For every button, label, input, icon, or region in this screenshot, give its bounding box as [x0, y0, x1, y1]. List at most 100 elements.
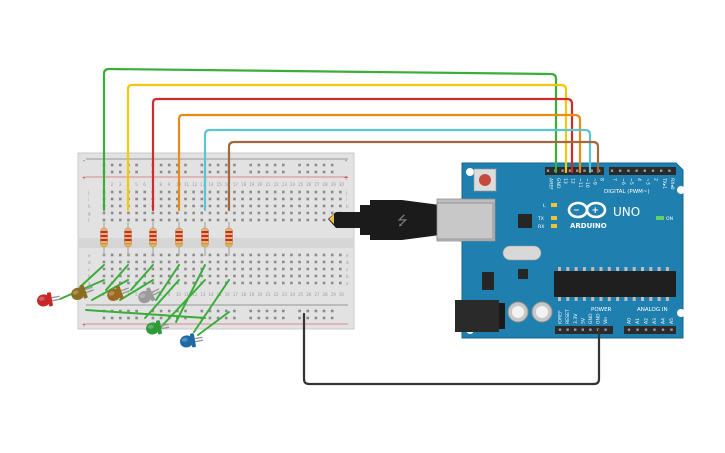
breadboard-hole[interactable] [322, 309, 326, 313]
breadboard-hole[interactable] [298, 163, 301, 167]
breadboard-hole[interactable] [241, 197, 244, 201]
breadboard-hole[interactable] [330, 190, 334, 194]
breadboard-hole[interactable] [102, 218, 106, 222]
breadboard-hole[interactable] [273, 211, 277, 215]
breadboard-hole[interactable] [241, 281, 244, 285]
breadboard-hole[interactable] [282, 281, 285, 285]
breadboard-hole[interactable] [119, 309, 122, 313]
breadboard-hole[interactable] [241, 267, 244, 271]
breadboard-hole[interactable] [298, 260, 301, 264]
breadboard-hole[interactable] [159, 211, 163, 215]
breadboard-hole[interactable] [282, 267, 285, 271]
breadboard-hole[interactable] [265, 190, 269, 194]
breadboard-hole[interactable] [224, 316, 228, 320]
breadboard-hole[interactable] [135, 274, 138, 278]
breadboard-hole[interactable] [119, 260, 122, 264]
breadboard-hole[interactable] [233, 260, 236, 264]
breadboard-hole[interactable] [224, 190, 228, 194]
breadboard-hole[interactable] [159, 218, 163, 222]
breadboard-hole[interactable] [249, 309, 252, 313]
breadboard-hole[interactable] [159, 281, 163, 285]
breadboard-hole[interactable] [184, 281, 187, 285]
wire-red[interactable] [151, 97, 574, 212]
breadboard-hole[interactable] [208, 163, 212, 167]
digital-pin[interactable] [660, 169, 663, 172]
breadboard-hole[interactable] [257, 253, 261, 257]
breadboard-hole[interactable] [127, 316, 130, 320]
breadboard-hole[interactable] [298, 218, 301, 222]
resistor-1[interactable] [100, 222, 108, 256]
arduino-uno-board[interactable]: − + ARDUINO UNO L TX RX ON DIGITAL (PWM~… [436, 162, 685, 339]
breadboard-hole[interactable] [314, 204, 318, 208]
breadboard-hole[interactable] [233, 309, 236, 313]
power-pin[interactable] [558, 328, 562, 331]
breadboard-hole[interactable] [135, 211, 138, 215]
led-blue[interactable] [179, 332, 204, 350]
breadboard-hole[interactable] [135, 197, 138, 201]
breadboard-hole[interactable] [135, 253, 138, 257]
breadboard-hole[interactable] [119, 281, 122, 285]
breadboard-hole[interactable] [241, 204, 244, 208]
breadboard-hole[interactable] [241, 260, 244, 264]
breadboard-hole[interactable] [306, 218, 310, 222]
breadboard-hole[interactable] [159, 197, 163, 201]
breadboard-hole[interactable] [314, 267, 318, 271]
breadboard-hole[interactable] [184, 260, 187, 264]
led-olive[interactable] [69, 282, 95, 303]
breadboard-hole[interactable] [143, 281, 147, 285]
breadboard-hole[interactable] [314, 260, 318, 264]
breadboard-hole[interactable] [208, 204, 212, 208]
breadboard-hole[interactable] [273, 170, 277, 174]
digital-pin[interactable] [619, 169, 622, 172]
breadboard-hole[interactable] [298, 267, 301, 271]
breadboard-hole[interactable] [110, 267, 114, 271]
breadboard-hole[interactable] [119, 274, 122, 278]
breadboard-hole[interactable] [224, 204, 228, 208]
breadboard-hole[interactable] [216, 218, 220, 222]
breadboard-hole[interactable] [265, 163, 269, 167]
breadboard-hole[interactable] [249, 281, 252, 285]
breadboard-hole[interactable] [306, 309, 310, 313]
breadboard-hole[interactable] [282, 218, 285, 222]
breadboard-hole[interactable] [159, 274, 163, 278]
breadboard-hole[interactable] [143, 267, 147, 271]
breadboard-hole[interactable] [282, 260, 285, 264]
breadboard-hole[interactable] [265, 281, 269, 285]
breadboard-hole[interactable] [208, 267, 212, 271]
breadboard-hole[interactable] [306, 170, 310, 174]
breadboard-hole[interactable] [298, 316, 301, 320]
breadboard-hole[interactable] [119, 253, 122, 257]
breadboard-hole[interactable] [314, 316, 318, 320]
breadboard-hole[interactable] [257, 274, 261, 278]
breadboard-hole[interactable] [192, 253, 195, 257]
breadboard-hole[interactable] [233, 211, 236, 215]
breadboard-hole[interactable] [159, 253, 163, 257]
breadboard-hole[interactable] [233, 190, 236, 194]
breadboard-hole[interactable] [176, 163, 179, 167]
breadboard-hole[interactable] [273, 316, 277, 320]
breadboard-hole[interactable] [216, 316, 220, 320]
breadboard-hole[interactable] [110, 260, 114, 264]
wire-ground[interactable] [302, 312, 601, 386]
breadboard-hole[interactable] [135, 260, 138, 264]
breadboard-hole[interactable] [200, 260, 204, 264]
breadboard-hole[interactable] [265, 197, 269, 201]
breadboard-hole[interactable] [184, 309, 187, 313]
breadboard-hole[interactable] [298, 170, 301, 174]
breadboard-hole[interactable] [200, 267, 204, 271]
power-pin[interactable] [589, 328, 592, 331]
breadboard-hole[interactable] [298, 204, 301, 208]
breadboard-hole[interactable] [143, 204, 147, 208]
breadboard-hole[interactable] [135, 170, 138, 174]
breadboard-hole[interactable] [282, 316, 285, 320]
breadboard-hole[interactable] [314, 218, 318, 222]
breadboard-hole[interactable] [249, 163, 252, 167]
breadboard-hole[interactable] [110, 190, 114, 194]
breadboard-hole[interactable] [282, 204, 285, 208]
breadboard-hole[interactable] [208, 197, 212, 201]
breadboard-hole[interactable] [282, 211, 285, 215]
resistor-5[interactable] [201, 222, 209, 256]
breadboard-hole[interactable] [159, 309, 163, 313]
breadboard-hole[interactable] [151, 218, 155, 222]
breadboard-hole[interactable] [192, 190, 195, 194]
